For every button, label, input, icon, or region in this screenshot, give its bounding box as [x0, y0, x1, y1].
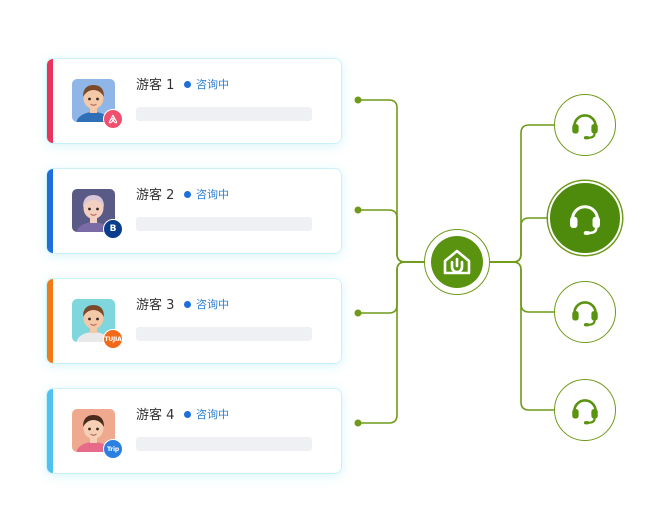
agent-node[interactable]	[554, 281, 616, 343]
agent-connector	[490, 124, 554, 263]
card-accent-stripe	[47, 279, 53, 363]
visitor-connector	[358, 261, 424, 424]
visitor-name: 游客 1	[136, 78, 175, 93]
visitor-connector	[358, 209, 424, 263]
connector-dot	[354, 206, 362, 214]
visitor-connector	[358, 99, 424, 263]
status-badge: 咨询中	[184, 76, 229, 92]
message-placeholder	[136, 107, 312, 121]
connector-dot	[354, 96, 362, 104]
message-placeholder	[136, 437, 312, 451]
avatar	[72, 79, 115, 122]
card-accent-stripe	[47, 59, 53, 143]
status-badge: 咨询中	[184, 406, 229, 422]
connector-dot	[354, 419, 362, 427]
booking-icon: B	[103, 219, 123, 239]
status-dot	[184, 300, 191, 308]
visitor-card[interactable]: B 游客 2 咨询中	[47, 169, 341, 253]
status-dot	[184, 190, 191, 198]
status-label: 咨询中	[196, 78, 229, 91]
agent-connector	[490, 261, 554, 313]
headset-icon	[568, 108, 602, 142]
visitor-card[interactable]: Trip 游客 4 咨询中	[47, 389, 341, 473]
status-dot	[184, 80, 191, 88]
trip-icon: Trip	[103, 439, 123, 459]
hub-inner	[431, 236, 483, 288]
agent-node[interactable]	[554, 379, 616, 441]
house-logo-icon	[443, 249, 471, 275]
status-label: 咨询中	[196, 408, 229, 421]
headset-icon	[565, 198, 605, 238]
status-badge: 咨询中	[184, 186, 229, 202]
visitor-name: 游客 2	[136, 188, 175, 203]
visitor-card[interactable]: TUJIA 游客 3 咨询中	[47, 279, 341, 363]
message-placeholder	[136, 217, 312, 231]
tujia-icon: TUJIA	[103, 329, 123, 349]
visitor-connector	[358, 261, 424, 314]
status-dot	[184, 410, 191, 418]
card-accent-stripe	[47, 389, 53, 473]
visitor-name: 游客 4	[136, 408, 175, 423]
agent-connector	[490, 261, 554, 411]
agent-connector	[490, 217, 548, 263]
airbnb-icon	[103, 109, 123, 129]
status-label: 咨询中	[196, 298, 229, 311]
connector-dot	[354, 309, 362, 317]
avatar	[72, 409, 115, 452]
headset-icon	[568, 393, 602, 427]
agent-node[interactable]	[554, 94, 616, 156]
hub-node	[424, 229, 490, 295]
message-placeholder	[136, 327, 312, 341]
headset-icon	[568, 295, 602, 329]
status-badge: 咨询中	[184, 296, 229, 312]
visitor-name: 游客 3	[136, 298, 175, 313]
visitor-card[interactable]: 游客 1 咨询中	[47, 59, 341, 143]
status-label: 咨询中	[196, 188, 229, 201]
card-accent-stripe	[47, 169, 53, 253]
agent-node[interactable]	[548, 181, 622, 255]
